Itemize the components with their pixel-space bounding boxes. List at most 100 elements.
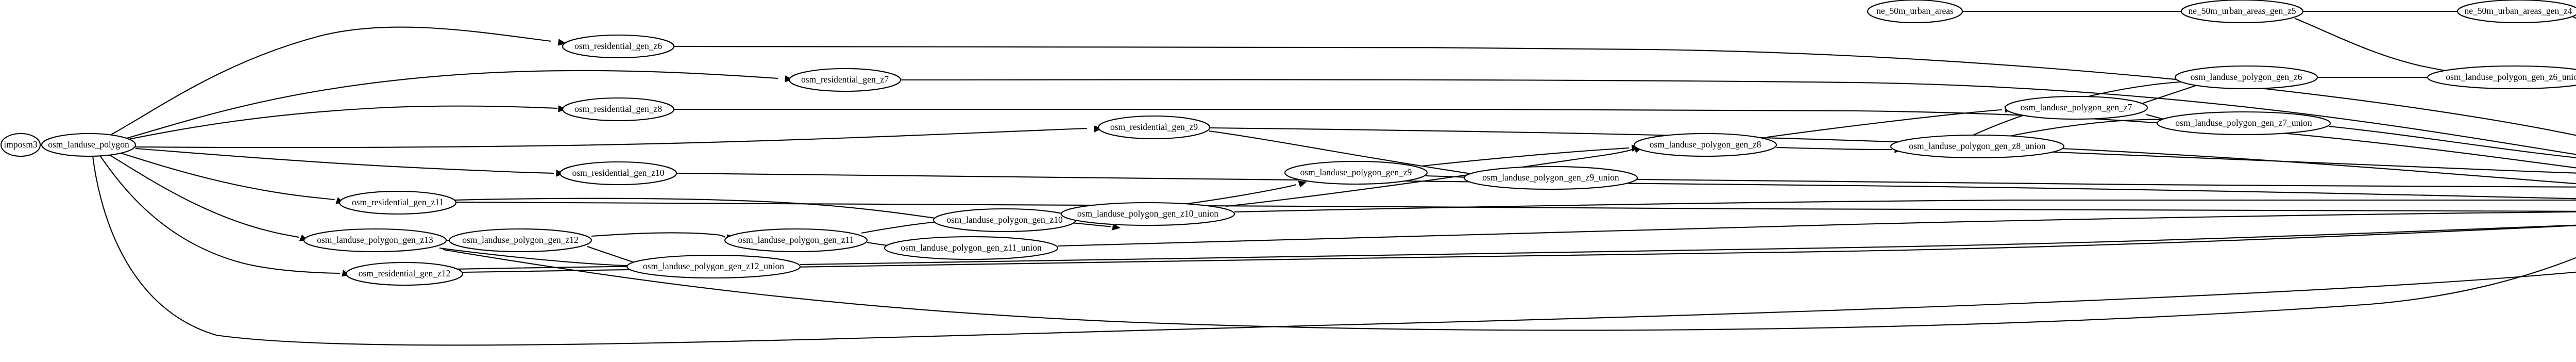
node-ellipse <box>1867 0 1963 24</box>
node-label: osm_landuse_polygon_gen_z10_union <box>1077 208 1218 219</box>
node-osm_landuse_polygon_gen_z12[interactable]: osm_landuse_polygon_gen_z12 <box>448 228 592 253</box>
node-ne_50m_urban_areas[interactable]: ne_50m_urban_areas <box>1867 0 1963 24</box>
node-ellipse <box>626 254 801 279</box>
node-label: osm_landuse_polygon <box>48 139 129 150</box>
node-osm_residential_gen_z11[interactable]: osm_residential_gen_z11 <box>338 190 457 215</box>
edge-osm_landuse_polygon-to-osm_residential_gen_z12 <box>100 156 341 274</box>
node-ellipse <box>338 190 457 215</box>
node-ne_50m_urban_areas_gen_z5[interactable]: ne_50m_urban_areas_gen_z5 <box>2180 0 2304 24</box>
node-label: osm_landuse_polygon_gen_z6 <box>2191 72 2302 82</box>
node-ellipse <box>2427 65 2576 90</box>
node-osm_landuse_polygon_gen_z9[interactable]: osm_landuse_polygon_gen_z9 <box>1284 160 1428 185</box>
node-osm_landuse_polygon_gen_z10_union[interactable]: osm_landuse_polygon_gen_z10_union <box>1060 202 1235 226</box>
nodes-layer: imposm3 osm_landuse_polygon osm_residentia… <box>0 0 2576 286</box>
edge-osm_landuse_polygon-to-layer_landuse_z14 <box>92 156 2576 346</box>
node-ellipse <box>1060 202 1235 226</box>
arrow-head <box>558 105 567 112</box>
node-osm_landuse_polygon_gen_z13[interactable]: osm_landuse_polygon_gen_z13 <box>303 228 447 253</box>
edge-osm_landuse_polygon_gen_z7_union-to-layer_landuse_z7 <box>2328 125 2576 158</box>
node-osm_landuse_polygon_gen_z11_union[interactable]: osm_landuse_polygon_gen_z11_union <box>884 236 1059 260</box>
node-osm_landuse_polygon_gen_z10[interactable]: osm_landuse_polygon_gen_z10 <box>933 208 1077 233</box>
node-label: osm_landuse_polygon_gen_z13 <box>317 235 433 245</box>
node-imposm3[interactable]: imposm3 <box>0 133 41 157</box>
node-label: osm_residential_gen_z6 <box>574 41 662 51</box>
arrow-head <box>785 75 793 83</box>
arrow-head <box>557 39 567 46</box>
edge-osm_residential_gen_z10-to-layer_landuse_z10 <box>676 172 2576 200</box>
node-label: osm_landuse_polygon_gen_z9 <box>1300 167 1412 177</box>
node-osm_landuse_polygon_gen_z9_union[interactable]: osm_landuse_polygon_gen_z9_union <box>1463 166 1638 190</box>
node-ellipse <box>884 236 1059 260</box>
node-osm_residential_gen_z9[interactable]: osm_residential_gen_z9 <box>1097 115 1211 140</box>
edge-osm_landuse_polygon_gen_z12_union-to-layer_landuse_z12 <box>800 224 2576 266</box>
edge-osm_landuse_polygon-to-osm_residential_gen_z9 <box>132 127 1088 149</box>
edge-ne_50m_urban_areas_gen_z5-to-osm_landuse_polygon_gen_z6_union <box>2295 18 2449 72</box>
edge-osm_residential_gen_z9-to-osm_landuse_polygon_gen_z9_union <box>1208 130 1477 176</box>
node-label: osm_residential_gen_z11 <box>352 197 444 207</box>
node-ellipse <box>1463 166 1638 190</box>
node-osm_landuse_polygon_gen_z7_union[interactable]: osm_landuse_polygon_gen_z7_union <box>2156 111 2331 136</box>
node-ellipse <box>1284 160 1428 185</box>
node-osm_residential_gen_z8[interactable]: osm_residential_gen_z8 <box>562 97 675 122</box>
node-label: osm_residential_gen_z9 <box>1110 122 1198 132</box>
edge-osm_residential_gen_z9-to-layer_landuse_z9 <box>1209 127 2576 185</box>
node-ellipse <box>0 133 41 157</box>
edge-osm_residential_gen_z8-to-layer_landuse_z8 <box>673 108 2576 169</box>
edge-osm_landuse_polygon-to-osm_residential_gen_z7 <box>126 70 778 139</box>
node-ne_50m_urban_areas_gen_z4[interactable]: ne_50m_urban_areas_gen_z4 <box>2456 0 2576 24</box>
node-ellipse <box>41 133 137 157</box>
node-label: ne_50m_urban_areas_gen_z5 <box>2189 6 2296 16</box>
node-label: osm_landuse_polygon_gen_z11 <box>738 235 854 245</box>
node-osm_landuse_polygon_gen_z12_union[interactable]: osm_landuse_polygon_gen_z12_union <box>626 254 801 279</box>
edge-osm_landuse_polygon_gen_z9_union-to-layer_landuse_z9 <box>1637 178 2576 188</box>
edge-osm_landuse_polygon_gen_z11_union-to-layer_landuse_z11 <box>1057 211 2576 247</box>
node-label: osm_residential_gen_z10 <box>572 168 665 178</box>
node-ellipse <box>2456 0 2576 24</box>
node-label: osm_landuse_polygon_gen_z7 <box>2021 102 2132 112</box>
node-label: osm_landuse_polygon_gen_z7_union <box>2175 118 2312 128</box>
node-ellipse <box>559 161 677 186</box>
node-label: ne_50m_urban_areas <box>1876 6 1954 16</box>
node-ellipse <box>1890 134 2065 159</box>
edge-osm_landuse_polygon_gen_z10_union-to-layer_landuse_z10 <box>1234 199 2576 213</box>
edge-osm_landuse_polygon_gen_z12-to-osm_landuse_polygon_gen_z11 <box>591 232 726 238</box>
node-osm_residential_gen_z7[interactable]: osm_residential_gen_z7 <box>788 68 902 92</box>
node-osm_landuse_polygon_gen_z6[interactable]: osm_landuse_polygon_gen_z6 <box>2174 65 2318 90</box>
edge-osm_landuse_polygon_gen_z11-to-osm_landuse_polygon_gen_z10 <box>861 220 946 234</box>
node-label: osm_residential_gen_z12 <box>359 268 451 278</box>
node-osm_landuse_polygon_gen_z7[interactable]: osm_landuse_polygon_gen_z7 <box>2004 95 2148 120</box>
edge-osm_landuse_polygon_gen_z13-to-layer_landuse_z13 <box>443 249 2576 331</box>
node-ellipse <box>562 97 675 122</box>
node-osm_residential_gen_z10[interactable]: osm_residential_gen_z10 <box>559 161 677 186</box>
node-label: ne_50m_urban_areas_gen_z4 <box>2465 6 2572 16</box>
node-ellipse <box>1633 133 1777 157</box>
arrow-head <box>1298 180 1307 188</box>
edge-osm_residential_gen_z11-to-osm_landuse_polygon_gen_z10 <box>453 198 942 220</box>
edge-osm_landuse_polygon_gen_z13-to-osm_landuse_polygon_gen_z12_union <box>439 247 630 267</box>
edge-osm_landuse_polygon_gen_z9-to-osm_landuse_polygon_gen_z8 <box>1421 147 1630 167</box>
edge-osm_landuse_polygon_gen_z8-to-osm_landuse_polygon_gen_z7 <box>1767 109 2003 138</box>
node-label: osm_residential_gen_z8 <box>574 104 662 114</box>
node-ellipse <box>2156 111 2331 136</box>
node-osm_landuse_polygon_gen_z6_union[interactable]: osm_landuse_polygon_gen_z6_union <box>2427 65 2576 90</box>
node-label: osm_landuse_polygon_gen_z11_union <box>901 242 1042 253</box>
edge-osm_landuse_polygon-to-osm_residential_gen_z10 <box>135 147 554 174</box>
node-osm_landuse_polygon_gen_z8[interactable]: osm_landuse_polygon_gen_z8 <box>1633 133 1777 157</box>
node-osm_landuse_polygon_gen_z8_union[interactable]: osm_landuse_polygon_gen_z8_union <box>1890 134 2065 159</box>
arrow-head <box>1094 125 1103 133</box>
edge-osm_residential_gen_z6-to-layer_landuse_z6 <box>673 45 2576 136</box>
node-osm_landuse_polygon[interactable]: osm_landuse_polygon <box>41 133 137 157</box>
edge-osm_residential_gen_z11-to-layer_landuse_z11 <box>455 201 2576 212</box>
node-label: osm_residential_gen_z7 <box>801 74 889 85</box>
node-osm_residential_gen_z12[interactable]: osm_residential_gen_z12 <box>345 261 464 286</box>
edge-osm_landuse_polygon-to-osm_landuse_polygon_gen_z13 <box>109 154 299 238</box>
node-label: osm_landuse_polygon_gen_z6_union <box>2446 72 2576 82</box>
node-label: osm_landuse_polygon_gen_z8 <box>1650 139 1761 150</box>
node-osm_landuse_polygon_gen_z11[interactable]: osm_landuse_polygon_gen_z11 <box>724 228 868 253</box>
node-label: imposm3 <box>4 139 37 150</box>
edge-osm_residential_gen_z7-to-layer_landuse_z7 <box>900 79 2576 155</box>
node-ellipse <box>2174 65 2318 90</box>
node-osm_residential_gen_z6[interactable]: osm_residential_gen_z6 <box>562 34 675 59</box>
